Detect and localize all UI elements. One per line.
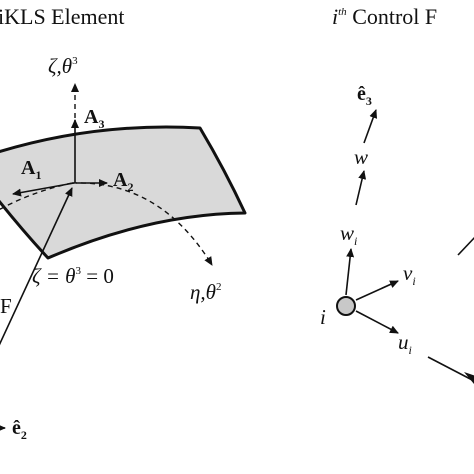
- a1-label: A1: [21, 157, 41, 182]
- left-panel: iKLS Element ζ,θ3 A3 A1 A2 η,θ2: [0, 4, 247, 442]
- vi-label: vi: [403, 261, 416, 288]
- w-vector: [355, 170, 367, 206]
- e3-label: ê3: [357, 83, 372, 108]
- edge-vector-upper: [457, 236, 474, 256]
- right-panel: ith Control F ê3 w wi vi ui i: [320, 4, 474, 384]
- node-label: i: [320, 305, 326, 329]
- e3-vector: [363, 109, 378, 144]
- left-panel-title: iKLS Element: [0, 4, 124, 29]
- zeta-theta3-label: ζ,θ3: [48, 54, 78, 78]
- vi-vector: [355, 280, 399, 301]
- a2-label: A2: [113, 169, 133, 194]
- theta1-curve: [0, 182, 73, 211]
- right-panel-title: ith Control F: [332, 4, 437, 29]
- a1-vector: [12, 182, 75, 197]
- edge-arrowhead: [464, 372, 474, 384]
- e2-label: ê2: [12, 417, 27, 442]
- position-vector-label: F: [0, 294, 12, 318]
- ui-vector: [355, 310, 399, 334]
- position-vector: [0, 187, 73, 346]
- ui-label: ui: [398, 330, 412, 357]
- surface-equation: ζ = θ3 = 0: [32, 264, 114, 288]
- edge-vector-lower: [427, 356, 474, 382]
- wi-vector: [345, 248, 355, 296]
- a3-label: A3: [84, 106, 104, 131]
- eta-theta2-label: η,θ2: [190, 280, 221, 304]
- wi-label: wi: [340, 221, 357, 248]
- control-point-node: [336, 296, 356, 316]
- w-label: w: [354, 145, 368, 169]
- shell-surface: [0, 125, 247, 260]
